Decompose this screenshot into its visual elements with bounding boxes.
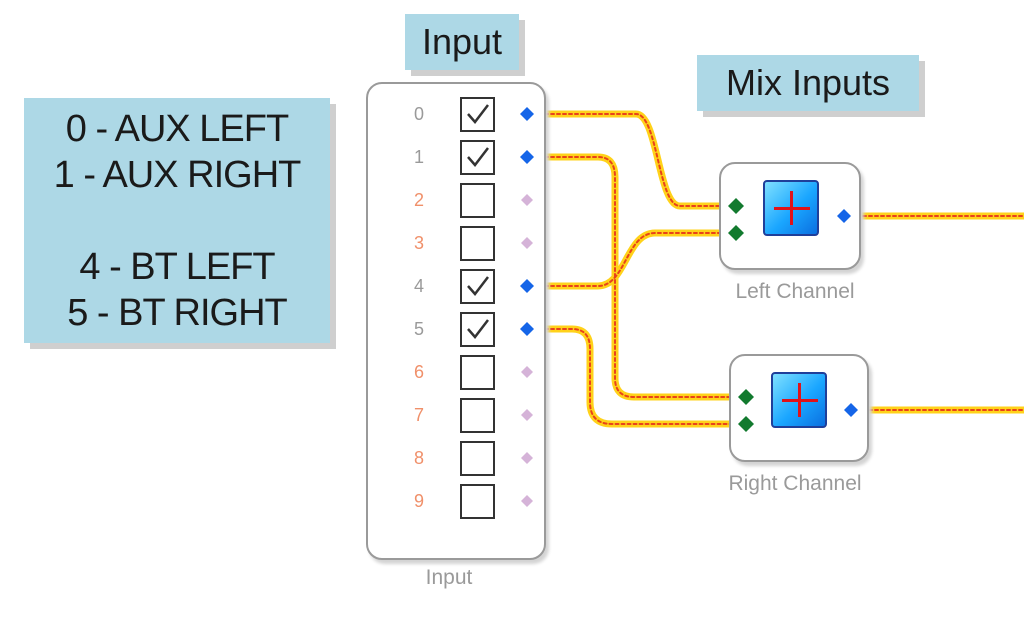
checkmark-icon	[467, 319, 489, 339]
wire-in4-to-left	[523, 229, 739, 290]
checkmark-icon	[467, 276, 489, 296]
mixer-plus-icon	[763, 180, 819, 236]
input-channel-row: 1	[368, 139, 544, 179]
mixer-plus-icon	[771, 372, 827, 428]
channel-checkbox[interactable]	[460, 269, 495, 304]
channel-number: 0	[413, 104, 424, 124]
left-channel-caption: Left Channel	[735, 280, 855, 303]
right-channel-caption: Right Channel	[728, 472, 862, 495]
note-line: 0 - AUX LEFT	[65, 108, 289, 150]
channel-number: 9	[413, 491, 424, 511]
input-title-label: Input	[405, 14, 519, 70]
channel-checkbox[interactable]	[460, 441, 495, 476]
channel-number: 6	[413, 362, 424, 382]
input-channel-row: 2	[368, 182, 544, 222]
channel-number: 2	[413, 190, 424, 210]
channel-checkbox[interactable]	[460, 312, 495, 347]
checkmark-icon	[467, 147, 489, 167]
channel-number: 1	[413, 147, 424, 167]
input-channel-row: 8	[368, 440, 544, 480]
channel-checkbox[interactable]	[460, 97, 495, 132]
channel-number: 7	[413, 405, 424, 425]
channel-number: 5	[413, 319, 424, 339]
note-line: 1 - AUX RIGHT	[53, 154, 302, 196]
channel-checkbox[interactable]	[460, 398, 495, 433]
channel-checkbox[interactable]	[460, 226, 495, 261]
input-channel-row: 4	[368, 268, 544, 308]
channel-checkbox[interactable]	[460, 484, 495, 519]
channel-notes-box: 0 - AUX LEFT 1 - AUX RIGHT 4 - BT LEFT 5…	[24, 98, 330, 343]
input-channel-row: 7	[368, 397, 544, 437]
channel-number: 4	[413, 276, 424, 296]
input-channel-row: 3	[368, 225, 544, 265]
channel-checkbox[interactable]	[460, 183, 495, 218]
channel-number: 8	[413, 448, 424, 468]
input-channel-row: 9	[368, 483, 544, 523]
wire-in5-to-right	[523, 325, 749, 428]
checkmark-icon	[467, 104, 489, 124]
channel-number: 3	[413, 233, 424, 253]
input-channel-row: 6	[368, 354, 544, 394]
channel-checkbox[interactable]	[460, 355, 495, 390]
wire-in1-to-right	[523, 153, 749, 401]
input-channel-row: 0	[368, 96, 544, 136]
note-line: 5 - BT RIGHT	[67, 292, 288, 334]
note-line-blank	[24, 198, 330, 244]
note-line: 4 - BT LEFT	[79, 246, 275, 288]
channel-checkbox[interactable]	[460, 140, 495, 175]
input-channel-row: 5	[368, 311, 544, 351]
mix-inputs-title-label: Mix Inputs	[697, 55, 919, 111]
input-block[interactable]: 0 1 2 3 4 5 6 7 8 9	[366, 82, 546, 560]
input-block-caption: Input	[425, 566, 473, 589]
